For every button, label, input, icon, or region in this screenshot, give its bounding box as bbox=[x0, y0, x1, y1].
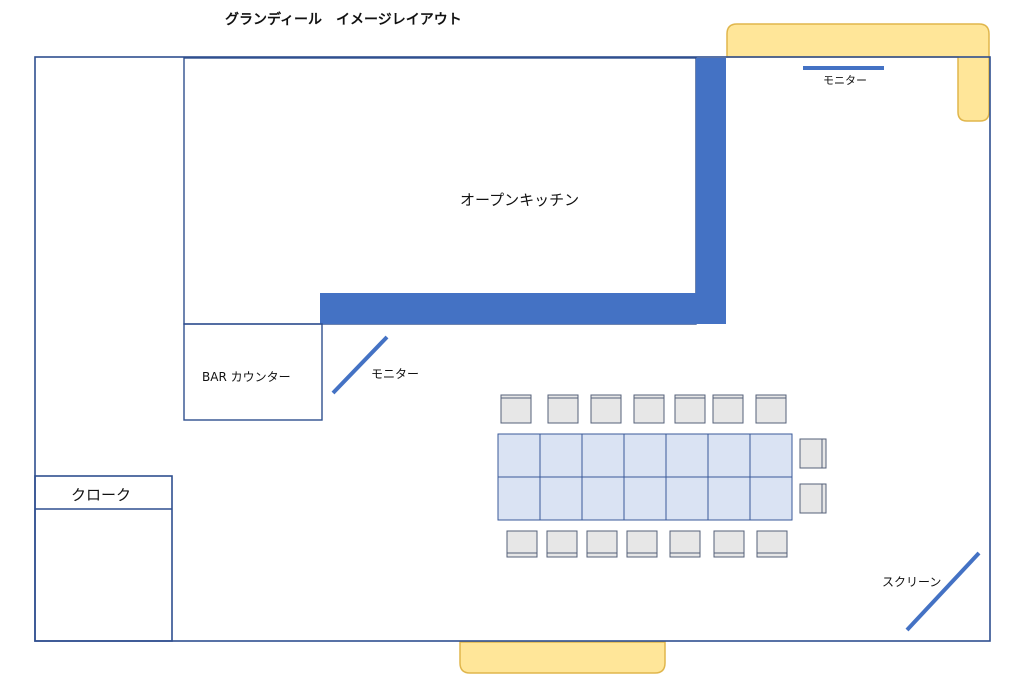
entrance-bottom bbox=[459, 641, 666, 674]
chair bbox=[799, 483, 827, 514]
monitor-top-label: モニター bbox=[823, 74, 867, 87]
open-kitchen-label: オープンキッチン bbox=[460, 191, 580, 209]
chair bbox=[713, 530, 745, 558]
chair bbox=[547, 394, 579, 424]
table-cell bbox=[497, 433, 541, 478]
kitchen-area bbox=[183, 57, 697, 325]
screen-label: スクリーン bbox=[882, 575, 942, 589]
chair bbox=[669, 530, 701, 558]
chair bbox=[626, 530, 658, 558]
chair bbox=[500, 394, 532, 424]
table-cell bbox=[539, 476, 583, 521]
table-cell bbox=[665, 476, 709, 521]
table-cell bbox=[581, 433, 625, 478]
table-cell bbox=[749, 476, 793, 521]
cloak-room bbox=[34, 475, 173, 642]
table-cell bbox=[707, 433, 751, 478]
chair bbox=[674, 394, 706, 424]
table-cell bbox=[497, 476, 541, 521]
chair bbox=[755, 394, 787, 424]
bar-counter-area bbox=[183, 323, 323, 421]
layout-title: グランディール イメージレイアウト bbox=[225, 12, 462, 28]
bar-counter-label: BAR カウンター bbox=[202, 370, 291, 384]
chair bbox=[633, 394, 665, 424]
monitor-mid bbox=[331, 335, 389, 395]
room-wall bbox=[34, 56, 991, 642]
chair bbox=[799, 438, 827, 469]
table-cell bbox=[539, 433, 583, 478]
kitchen-counter bbox=[320, 58, 726, 324]
chair bbox=[506, 530, 538, 558]
screen bbox=[905, 551, 981, 632]
monitor-mid-label: モニター bbox=[371, 367, 420, 381]
table-cell bbox=[707, 476, 751, 521]
chair bbox=[546, 530, 578, 558]
chair bbox=[712, 394, 744, 424]
table-cell bbox=[665, 433, 709, 478]
chair bbox=[590, 394, 622, 424]
chair bbox=[586, 530, 618, 558]
entrance-top-right bbox=[726, 23, 990, 122]
table-cell bbox=[749, 433, 793, 478]
chair bbox=[756, 530, 788, 558]
table-cell bbox=[623, 433, 667, 478]
table-cell bbox=[623, 476, 667, 521]
chairs bbox=[500, 394, 827, 558]
cloak-label: クローク bbox=[71, 486, 132, 504]
table-cell bbox=[581, 476, 625, 521]
banquet-tables bbox=[497, 433, 793, 521]
